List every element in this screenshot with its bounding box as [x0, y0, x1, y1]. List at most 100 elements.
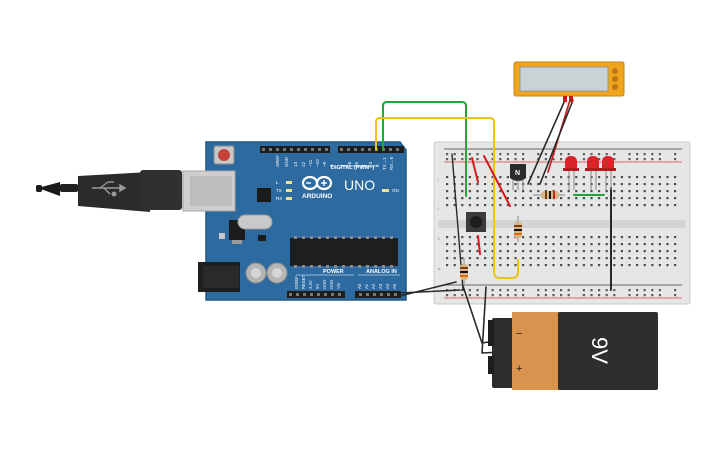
rail-hole	[544, 294, 547, 297]
terminal-hole	[476, 257, 479, 260]
terminal-hole	[575, 264, 578, 267]
terminal-hole	[446, 183, 449, 186]
terminal-hole	[468, 243, 471, 246]
terminal-hole	[552, 250, 555, 253]
black-wire-gnd-board-2[interactable]	[399, 281, 457, 297]
rail-hole	[499, 294, 502, 297]
terminal-hole	[506, 250, 509, 253]
terminal-hole	[643, 176, 646, 179]
rail-hole	[674, 294, 677, 297]
terminal-hole	[605, 264, 608, 267]
rail-hole	[560, 294, 563, 297]
terminal-hole	[628, 250, 631, 253]
battery-9v[interactable]: − + 9V	[488, 312, 658, 390]
resistor-vertical-1[interactable]	[514, 216, 522, 242]
terminal-hole	[620, 236, 623, 239]
terminal-hole	[560, 176, 563, 179]
terminal-hole	[552, 243, 555, 246]
black-wire-lcd-a[interactable]	[527, 99, 566, 185]
terminal-hole	[461, 197, 464, 200]
terminal-hole	[628, 236, 631, 239]
terminal-hole	[529, 257, 532, 260]
pin-1-label: TX→1	[382, 157, 387, 170]
terminal-hole	[674, 264, 677, 267]
rail-hole	[658, 289, 661, 292]
terminal-hole	[658, 236, 661, 239]
tx-label: TX	[276, 188, 282, 193]
rail-hole	[651, 158, 654, 161]
battery-plus: +	[516, 363, 522, 375]
terminal-hole	[575, 257, 578, 260]
transistor-label: N	[515, 170, 520, 177]
terminal-hole	[636, 257, 639, 260]
rail-hole	[628, 153, 631, 156]
led-red-3[interactable]	[600, 156, 616, 190]
terminal-hole	[560, 183, 563, 186]
pin-5-label: ~5	[354, 161, 359, 167]
red-wire-top[interactable]	[483, 155, 511, 207]
battery-minus: −	[516, 328, 522, 340]
pin-a2-label: A2	[371, 283, 376, 289]
black-wire-gnd-board[interactable]	[399, 289, 461, 294]
red-wire-pushbutton[interactable]	[471, 157, 479, 183]
terminal-hole	[620, 204, 623, 207]
terminal-hole	[605, 250, 608, 253]
terminal-hole	[658, 243, 661, 246]
terminal-hole	[613, 236, 616, 239]
pin-gnd1-label: GND	[322, 280, 327, 289]
rail-hole	[643, 294, 646, 297]
terminal-hole	[468, 264, 471, 267]
red-wire-pushbutton-2[interactable]	[477, 235, 481, 255]
rail-hole	[674, 153, 677, 156]
terminal-hole	[522, 204, 525, 207]
arduino-uno-board[interactable]: AREF GND 13 12 ~11 ~10 ~9 8 7 ~6 ~5 4 ~3…	[182, 141, 407, 301]
led-red-2[interactable]	[585, 156, 601, 190]
reset-button-icon[interactable]	[213, 145, 235, 165]
terminal-hole	[598, 236, 601, 239]
lcd-display[interactable]	[513, 61, 625, 102]
terminal-hole	[514, 243, 517, 246]
terminal-hole	[636, 236, 639, 239]
rail-hole	[567, 289, 570, 292]
green-wire[interactable]	[382, 101, 467, 197]
black-wire-lcd-b[interactable]	[539, 99, 574, 185]
resistor-vertical-2[interactable]	[460, 258, 468, 286]
rail-hole	[560, 158, 563, 161]
rail-hole	[605, 153, 608, 156]
terminal-hole	[499, 190, 502, 193]
pin-12-label: 12	[301, 161, 306, 167]
terminal-hole	[598, 204, 601, 207]
pushbutton[interactable]	[466, 212, 486, 232]
rail-hole	[651, 289, 654, 292]
terminal-hole	[560, 197, 563, 200]
yellow-wire[interactable]	[375, 117, 519, 279]
resistor-horizontal[interactable]	[533, 191, 565, 199]
rail-hole	[628, 158, 631, 161]
terminal-hole	[522, 264, 525, 267]
npn-transistor[interactable]: N	[510, 164, 526, 190]
led-red-1[interactable]	[563, 156, 579, 190]
terminal-hole	[544, 236, 547, 239]
rail-hole	[636, 294, 639, 297]
terminal-hole	[575, 204, 578, 207]
terminal-hole	[484, 264, 487, 267]
terminal-hole	[468, 197, 471, 200]
terminal-hole	[529, 243, 532, 246]
terminal-hole	[628, 176, 631, 179]
terminal-hole	[544, 243, 547, 246]
power-header-pins[interactable]	[289, 293, 397, 296]
terminal-hole	[582, 257, 585, 260]
terminal-hole	[446, 250, 449, 253]
terminal-hole	[506, 176, 509, 179]
rail-hole	[552, 158, 555, 161]
terminal-hole	[666, 264, 669, 267]
digital-pwm-label: DIGITAL (PWM~)	[331, 165, 375, 171]
terminal-hole	[484, 236, 487, 239]
terminal-hole	[590, 243, 593, 246]
terminal-hole	[643, 257, 646, 260]
terminal-hole	[529, 250, 532, 253]
terminal-hole	[552, 183, 555, 186]
rail-hole	[453, 158, 456, 161]
terminal-hole	[666, 257, 669, 260]
